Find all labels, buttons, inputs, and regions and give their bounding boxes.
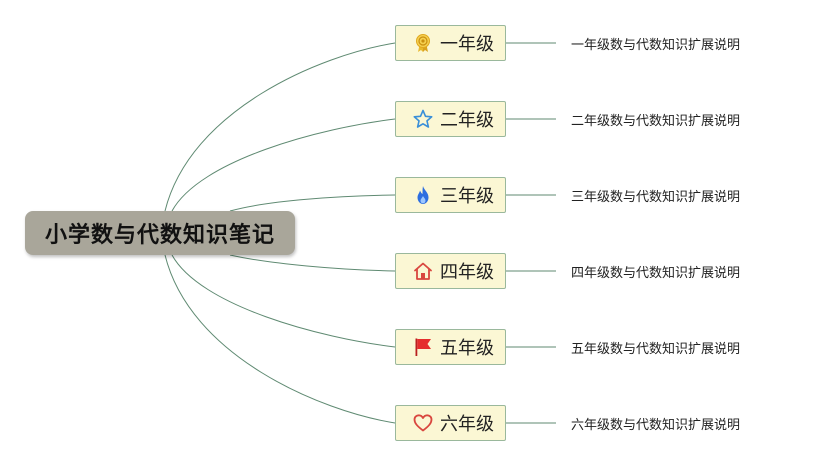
subtopic-label: 三年级数与代数知识扩展说明 <box>571 189 741 205</box>
topic-label: 二年级 <box>440 110 494 131</box>
subtopic-grade-2[interactable]: 二年级数与代数知识扩展说明 <box>571 101 740 137</box>
topic-grade-6[interactable]: 六年级 <box>395 405 506 441</box>
subtopic-label: 五年级数与代数知识扩展说明 <box>571 341 741 357</box>
topic-label: 三年级 <box>440 186 494 207</box>
topic-label: 五年级 <box>440 338 494 359</box>
flame-icon <box>412 184 434 206</box>
star-icon <box>412 108 434 130</box>
subtopic-grade-5[interactable]: 五年级数与代数知识扩展说明 <box>571 329 740 365</box>
subtopic-label: 二年级数与代数知识扩展说明 <box>571 113 741 129</box>
root-topic-label: 小学数与代数知识笔记 <box>44 223 275 248</box>
topic-label: 一年级 <box>440 34 494 55</box>
topic-grade-3[interactable]: 三年级 <box>395 177 506 213</box>
connector-branch-4 <box>229 254 396 272</box>
award-ribbon-icon <box>412 32 434 54</box>
heart-icon <box>412 412 434 434</box>
subtopic-label: 一年级数与代数知识扩展说明 <box>571 37 741 53</box>
house-icon <box>412 260 434 282</box>
topic-grade-4[interactable]: 四年级 <box>395 253 506 289</box>
connector-branch-1 <box>164 42 396 212</box>
subtopic-grade-6[interactable]: 六年级数与代数知识扩展说明 <box>571 405 740 441</box>
flag-icon <box>412 336 434 358</box>
topic-label: 四年级 <box>440 262 494 283</box>
subtopic-grade-4[interactable]: 四年级数与代数知识扩展说明 <box>571 253 740 289</box>
connector-branch-5 <box>171 254 396 348</box>
subtopic-label: 四年级数与代数知识扩展说明 <box>571 265 741 281</box>
subtopic-grade-3[interactable]: 三年级数与代数知识扩展说明 <box>571 177 740 213</box>
connector-branch-2 <box>171 118 396 212</box>
topic-grade-1[interactable]: 一年级 <box>395 25 506 61</box>
topic-label: 六年级 <box>440 414 494 435</box>
root-topic[interactable]: 小学数与代数知识笔记 <box>25 211 295 255</box>
connector-branch-6 <box>164 254 396 424</box>
subtopic-grade-1[interactable]: 一年级数与代数知识扩展说明 <box>571 25 740 61</box>
subtopic-label: 六年级数与代数知识扩展说明 <box>571 417 741 433</box>
topic-grade-2[interactable]: 二年级 <box>395 101 506 137</box>
connector-branch-3 <box>229 194 396 212</box>
topic-grade-5[interactable]: 五年级 <box>395 329 506 365</box>
